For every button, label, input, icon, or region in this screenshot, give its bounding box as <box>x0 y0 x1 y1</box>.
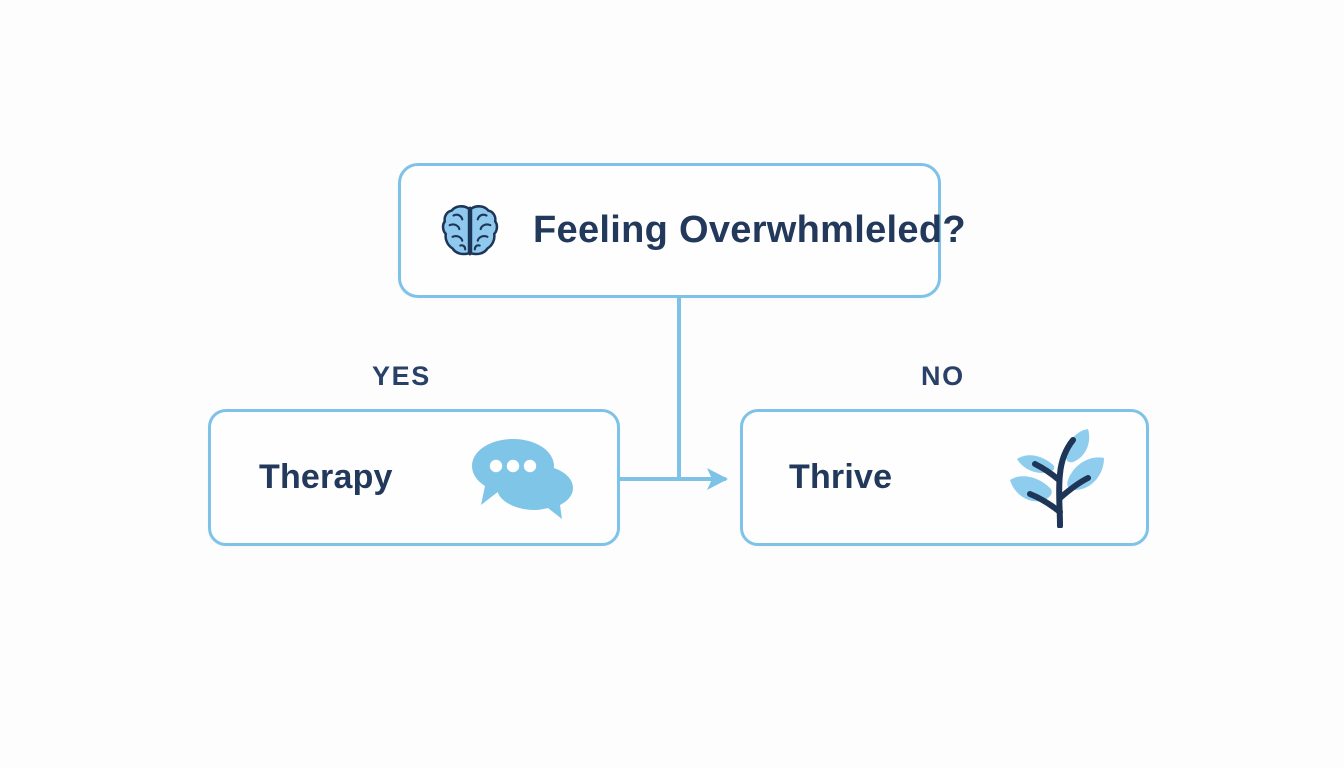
node-therapy-label: Therapy <box>259 458 393 496</box>
node-question[interactable]: Feeling Overwhmleled? <box>398 163 966 298</box>
arrow-head-icon <box>707 468 728 490</box>
node-therapy[interactable]: Therapy <box>208 409 620 546</box>
node-question-label: Feeling Overwhmleled? <box>533 209 966 251</box>
branch-label-no: NO <box>921 361 965 391</box>
chat-bubbles-icon <box>469 435 581 521</box>
plant-sprout-icon <box>1010 428 1108 528</box>
node-thrive-label: Thrive <box>789 458 893 496</box>
node-thrive[interactable]: Thrive <box>740 409 1149 546</box>
branch-label-yes: YES <box>372 361 431 391</box>
brain-icon <box>439 200 501 262</box>
